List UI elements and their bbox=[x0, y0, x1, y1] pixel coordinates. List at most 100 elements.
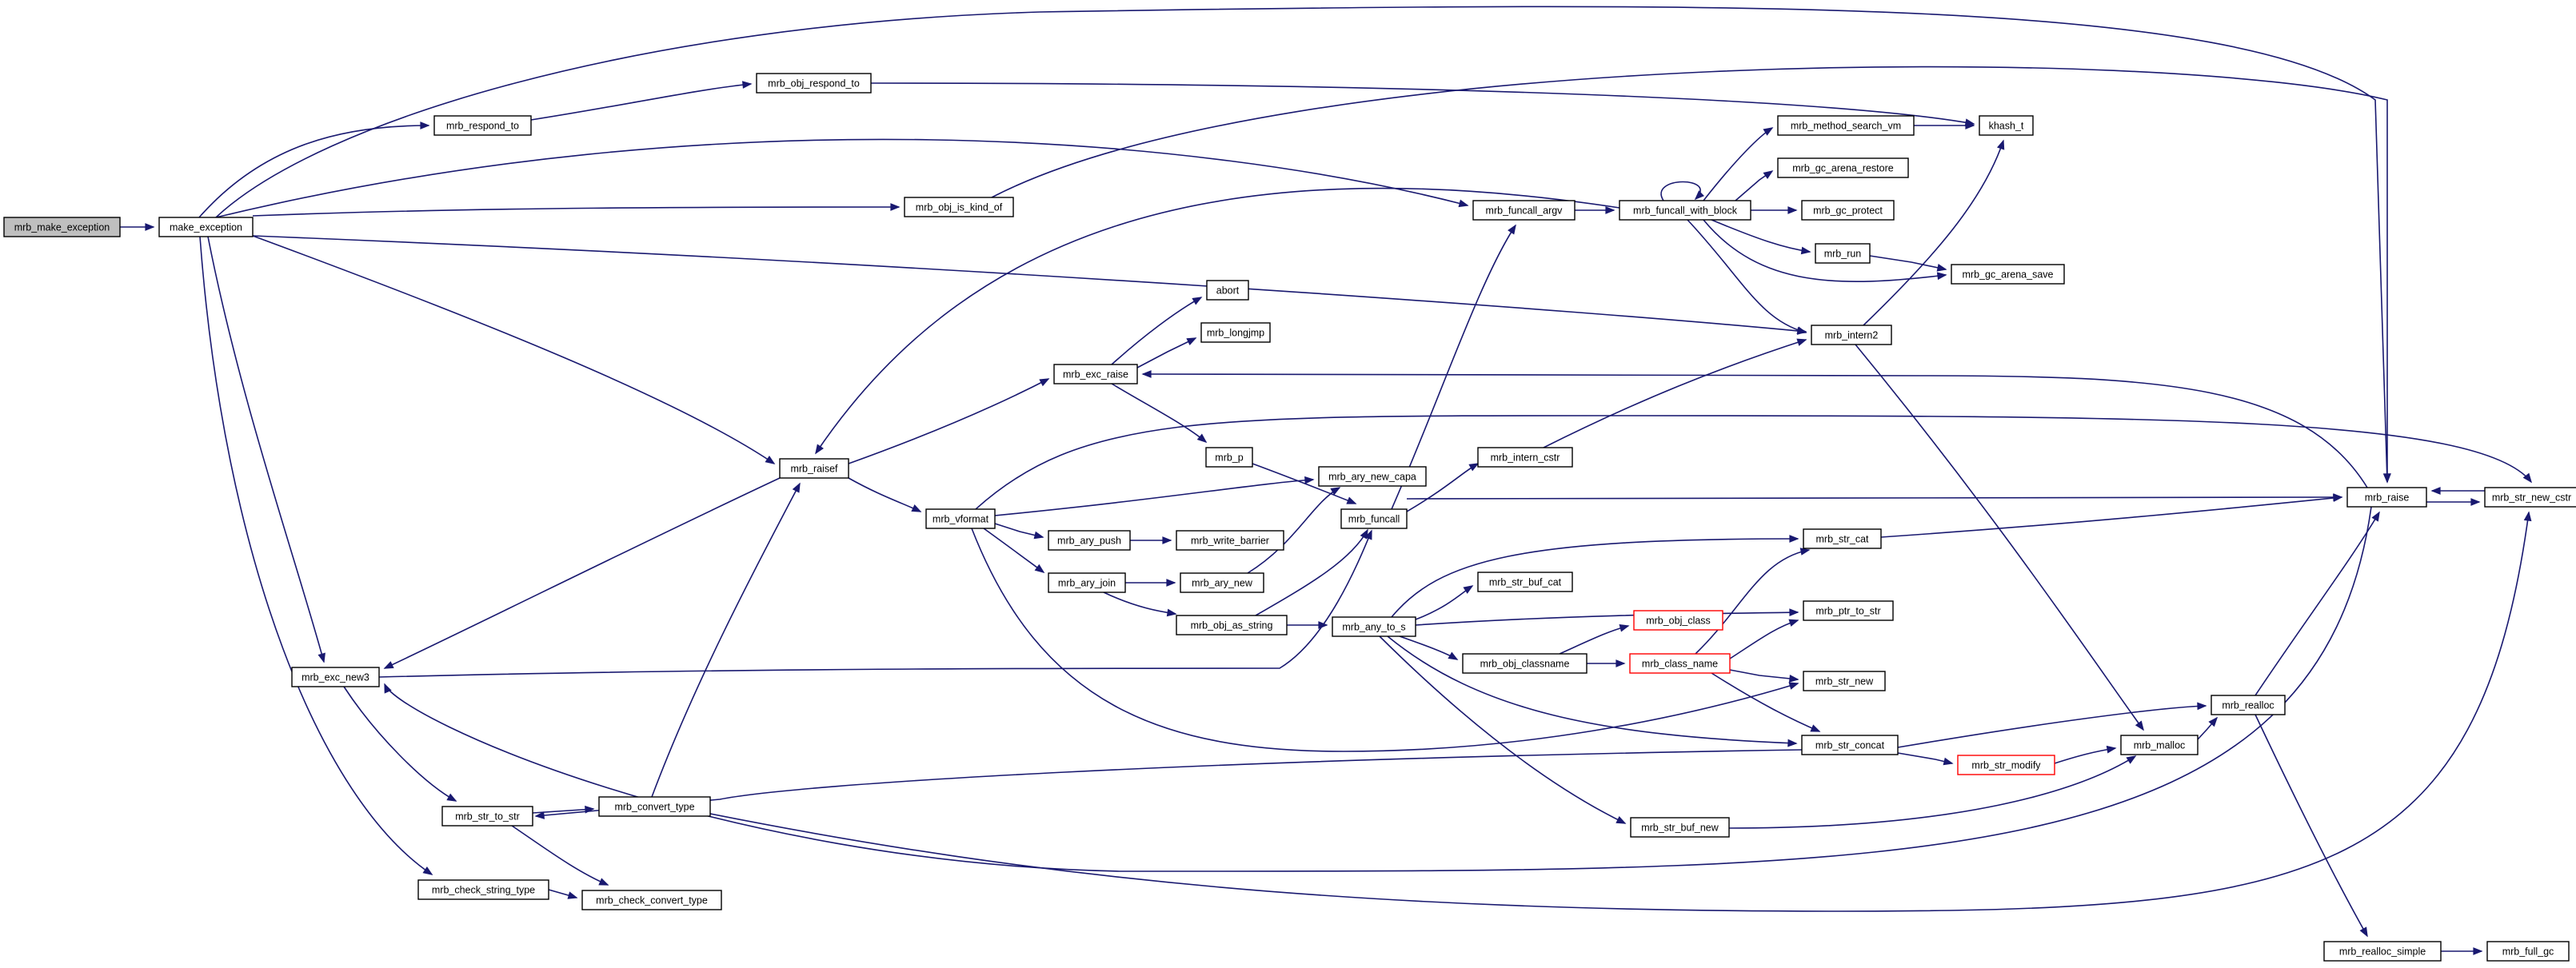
node-label: mrb_method_search_vm bbox=[1791, 120, 1901, 131]
node-box bbox=[1803, 600, 1894, 621]
edge-mrb_ary_new-to-mrb_ary_new_capa bbox=[1247, 487, 1341, 574]
node-mrb-str-concat[interactable]: mrb_str_concat bbox=[1801, 735, 1899, 755]
edge-mrb_str_buf_new-to-mrb_malloc bbox=[1728, 755, 2137, 829]
edge-mrb_realloc-to-mrb_realloc_simple bbox=[2254, 714, 2368, 938]
edge-mrb_run-to-mrb_gc_arena_save bbox=[1869, 255, 1947, 272]
node-mrb-obj-class[interactable]: mrb_obj_class bbox=[1633, 610, 1723, 631]
node-mrb-any-to-s[interactable]: mrb_any_to_s bbox=[1332, 616, 1416, 637]
node-mrb-ptr-to-str[interactable]: mrb_ptr_to_str bbox=[1803, 600, 1894, 621]
node-mrb-intern-cstr[interactable]: mrb_intern_cstr bbox=[1477, 447, 1573, 468]
node-label: mrb_check_convert_type bbox=[596, 894, 708, 906]
node-box bbox=[1180, 572, 1264, 593]
node-mrb-check-string-type[interactable]: mrb_check_string_type bbox=[417, 879, 549, 900]
node-mrb-obj-classname[interactable]: mrb_obj_classname bbox=[1462, 653, 1588, 674]
node-mrb-vformat[interactable]: mrb_vformat bbox=[925, 508, 996, 529]
node-mrb-gc-protect[interactable]: mrb_gc_protect bbox=[1801, 200, 1895, 221]
node-label: mrb_check_string_type bbox=[432, 884, 535, 895]
node-label: mrb_str_concat bbox=[1815, 739, 1885, 751]
node-mrb-raise[interactable]: mrb_raise bbox=[2346, 487, 2427, 508]
edge-mrb_funcall_with_block-to-mrb_gc_protect bbox=[1751, 206, 1798, 214]
edge-mrb_obj_classname-to-mrb_class_name bbox=[1587, 659, 1626, 667]
node-mrb-str-new-cstr[interactable]: mrb_str_new_cstr bbox=[2484, 487, 2576, 508]
node-mrb-obj-respond-to[interactable]: mrb_obj_respond_to bbox=[756, 73, 872, 94]
edge-mrb_str_to_str-to-mrb_convert_type bbox=[532, 805, 595, 814]
edge-mrb_class_name-to-mrb_str_concat bbox=[1711, 672, 1821, 732]
node-mrb-check-convert-type[interactable]: mrb_check_convert_type bbox=[581, 890, 722, 910]
node-mrb-method-search-vm[interactable]: mrb_method_search_vm bbox=[1777, 115, 1915, 136]
node-mrb-respond-to[interactable]: mrb_respond_to bbox=[433, 115, 532, 136]
node-khash-t[interactable]: khash_t bbox=[1979, 115, 2034, 136]
node-mrb-class-name[interactable]: mrb_class_name bbox=[1629, 653, 1731, 674]
node-label: mrb_str_buf_cat bbox=[1489, 576, 1562, 588]
node-mrb-gc-arena-save[interactable]: mrb_gc_arena_save bbox=[1951, 264, 2065, 285]
node-make-exception[interactable]: make_exception bbox=[158, 217, 254, 237]
node-label: mrb_raise bbox=[2365, 492, 2410, 503]
node-mrb-longjmp[interactable]: mrb_longjmp bbox=[1200, 322, 1271, 343]
edge-mrb_raisef-to-mrb_vformat bbox=[848, 477, 922, 512]
node-mrb-ary-new-capa[interactable]: mrb_ary_new_capa bbox=[1318, 466, 1427, 487]
edge-mrb_respond_to-to-mrb_obj_respond_to bbox=[530, 81, 753, 121]
node-label: mrb_respond_to bbox=[446, 120, 519, 131]
node-mrb-exc-new3[interactable]: mrb_exc_new3 bbox=[291, 667, 380, 687]
node-box bbox=[1803, 528, 1882, 549]
node-box bbox=[1340, 508, 1408, 529]
node-label: mrb_ptr_to_str bbox=[1815, 605, 1880, 616]
node-label: mrb_obj_is_kind_of bbox=[916, 201, 1003, 213]
node-abort[interactable]: abort bbox=[1206, 280, 1249, 301]
node-mrb-realloc[interactable]: mrb_realloc bbox=[2211, 695, 2286, 715]
node-box bbox=[925, 508, 996, 529]
node-label: mrb_make_exception bbox=[14, 221, 110, 233]
node-label: mrb_convert_type bbox=[614, 801, 694, 812]
node-mrb-raisef[interactable]: mrb_raisef bbox=[779, 458, 849, 479]
node-mrb-obj-as-string[interactable]: mrb_obj_as_string bbox=[1176, 615, 1288, 635]
node-box bbox=[1957, 755, 2055, 775]
node-label: mrb_ary_new_capa bbox=[1328, 471, 1416, 482]
node-label: mrb_ary_join bbox=[1058, 577, 1116, 588]
node-mrb-run[interactable]: mrb_run bbox=[1815, 243, 1871, 264]
node-box bbox=[1048, 572, 1126, 593]
edge-mrb_funcall_with_block-to-mrb_gc_arena_restore bbox=[1735, 170, 1774, 201]
node-label: mrb_vformat bbox=[933, 513, 989, 524]
node-mrb-funcall-with-block[interactable]: mrb_funcall_with_block bbox=[1619, 200, 1751, 221]
node-label: mrb_str_new bbox=[1815, 675, 1874, 687]
node-mrb-convert-type[interactable]: mrb_convert_type bbox=[598, 796, 711, 817]
node-mrb-intern2[interactable]: mrb_intern2 bbox=[1811, 325, 1892, 345]
node-mrb-funcall[interactable]: mrb_funcall bbox=[1340, 508, 1408, 529]
edge-mrb_str_concat-to-mrb_realloc bbox=[1897, 702, 2207, 748]
edge-mrb_exc_raise-to-abort bbox=[1111, 297, 1203, 365]
edge-mrb_str_modify-to-mrb_malloc bbox=[2054, 745, 2117, 764]
node-label: mrb_gc_protect bbox=[1813, 205, 1883, 216]
node-box bbox=[1630, 817, 1730, 838]
node-mrb-ary-new[interactable]: mrb_ary_new bbox=[1180, 572, 1264, 593]
node-mrb-str-cat[interactable]: mrb_str_cat bbox=[1803, 528, 1882, 549]
edge-mrb_obj_classname-to-mrb_obj_class bbox=[1559, 624, 1630, 655]
node-mrb-str-to-str[interactable]: mrb_str_to_str bbox=[441, 806, 533, 827]
node-label: khash_t bbox=[1989, 120, 2024, 131]
node-box bbox=[1462, 653, 1588, 674]
node-mrb-full-gc[interactable]: mrb_full_gc bbox=[2486, 941, 2570, 962]
node-label: mrb_funcall bbox=[1348, 513, 1400, 524]
node-mrb-str-buf-new[interactable]: mrb_str_buf_new bbox=[1630, 817, 1730, 838]
edge-mrb_str_concat-to-mrb_str_modify bbox=[1897, 752, 1954, 766]
edge-mrb_funcall_with_block-to-mrb_gc_arena_save bbox=[1703, 219, 1947, 282]
node-mrb-obj-is-kind-of[interactable]: mrb_obj_is_kind_of bbox=[904, 197, 1014, 217]
node-mrb-exc-raise[interactable]: mrb_exc_raise bbox=[1053, 364, 1138, 384]
node-mrb-str-modify[interactable]: mrb_str_modify bbox=[1957, 755, 2055, 775]
node-mrb-str-buf-cat[interactable]: mrb_str_buf_cat bbox=[1477, 572, 1573, 592]
edge-mrb_funcall-to-mrb_funcall_argv bbox=[1391, 224, 1516, 510]
node-box bbox=[1777, 115, 1915, 136]
node-mrb-malloc[interactable]: mrb_malloc bbox=[2120, 735, 2199, 755]
node-mrb-realloc-simple[interactable]: mrb_realloc_simple bbox=[2323, 941, 2442, 962]
node-label: mrb_raisef bbox=[790, 463, 838, 474]
node-mrb-write-barrier[interactable]: mrb_write_barrier bbox=[1176, 530, 1284, 551]
edge-make_exception-to-mrb_raisef bbox=[252, 235, 776, 464]
edge-mrb_funcall_argv-to-mrb_funcall_with_block bbox=[1575, 206, 1615, 214]
node-mrb-make-exception[interactable]: mrb_make_exception bbox=[3, 217, 121, 237]
node-mrb-funcall-argv[interactable]: mrb_funcall_argv bbox=[1472, 200, 1576, 221]
node-mrb-str-new[interactable]: mrb_str_new bbox=[1803, 671, 1886, 691]
node-mrb-gc-arena-restore[interactable]: mrb_gc_arena_restore bbox=[1777, 157, 1909, 178]
node-mrb-p[interactable]: mrb_p bbox=[1205, 447, 1253, 468]
node-mrb-ary-push[interactable]: mrb_ary_push bbox=[1048, 530, 1131, 551]
node-mrb-ary-join[interactable]: mrb_ary_join bbox=[1048, 572, 1126, 593]
